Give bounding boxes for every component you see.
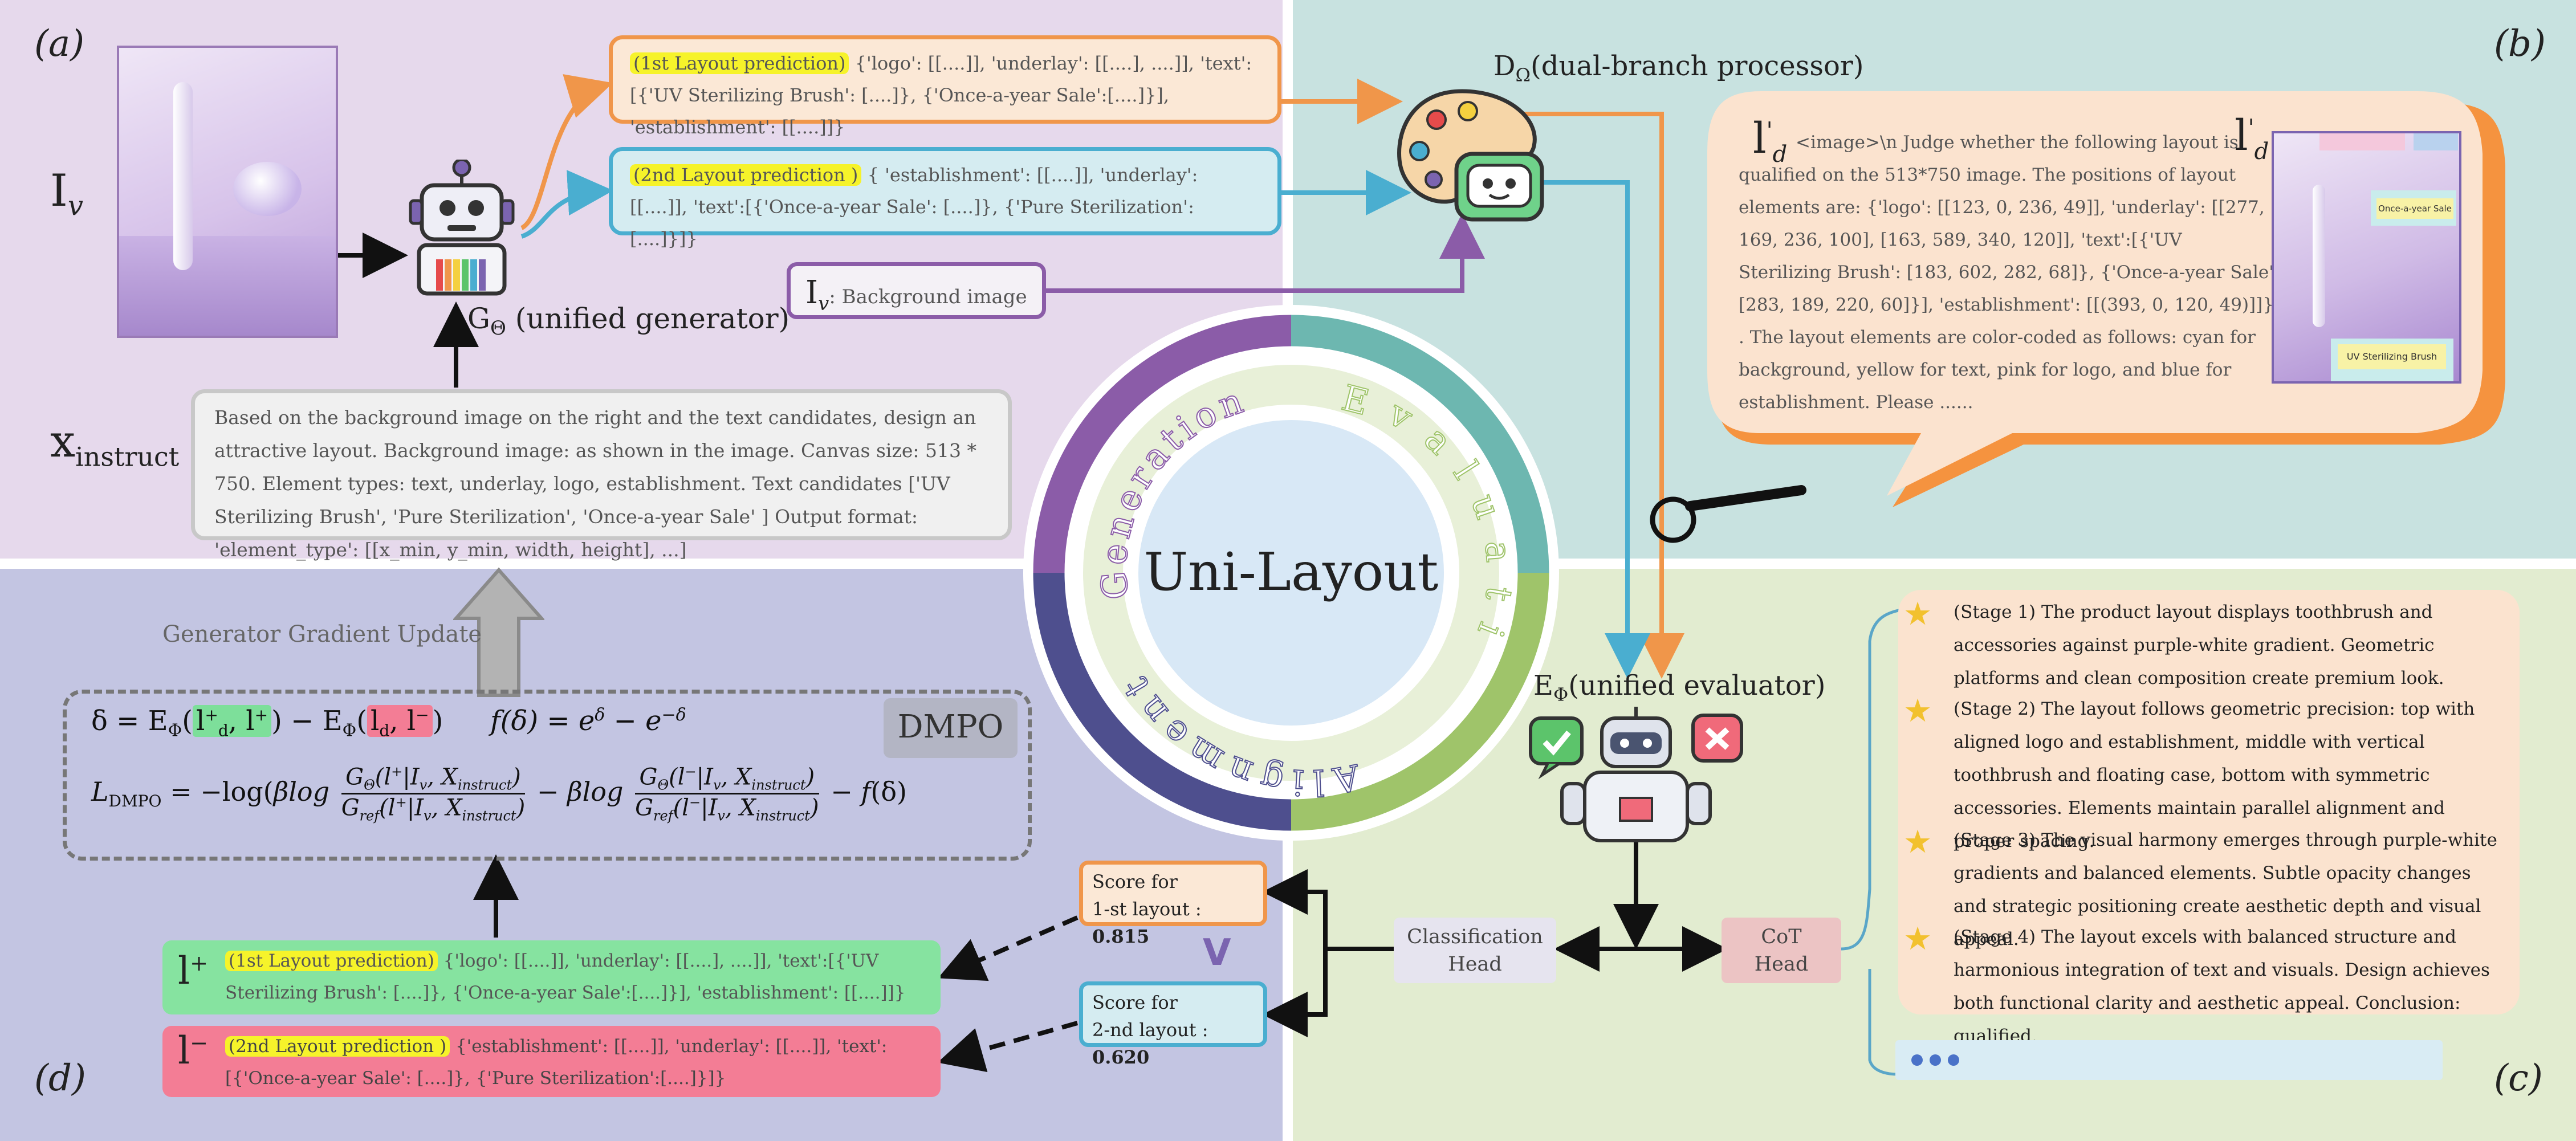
arrow-generator-to-pred2 [520, 170, 613, 239]
score-2-line-2: 2-nd layout : 0.620 [1092, 1019, 1208, 1068]
arrow-generator-to-pred1 [520, 74, 613, 230]
poster-toothbrush [173, 82, 193, 270]
lplus-text: (1st Layout prediction) {'logo': [[....]… [225, 951, 906, 1003]
uni-layout-ring: Generation Evaluation Alignment Uni-Layo… [1020, 302, 1559, 841]
layout-prediction-1-text: (1st Layout prediction) {'logo': [[....]… [630, 52, 1252, 138]
score-1-value: 0.815 [1092, 926, 1150, 947]
layout-prediction-2-text: (2nd Layout prediction ) { 'establishmen… [630, 164, 1198, 250]
f-delta-equation: f(δ) = eδ − e−δ [490, 705, 686, 737]
ellipsis-bar [1895, 1040, 2443, 1080]
arrow-processor-to-evaluator-orange [1496, 112, 1684, 679]
stage-3-text: (Stage 3) The visual harmony emerges thr… [1954, 830, 2497, 950]
arrow-classification-to-score1 [1262, 869, 1394, 951]
cot-stages-box [1898, 590, 2520, 1014]
uni-layout-title: Uni-Layout [1144, 541, 1439, 602]
iv-label: Iv [50, 165, 83, 222]
bg-label-text: : Background image [829, 286, 1027, 308]
lminus-tag: (2nd Layout prediction ) [225, 1036, 450, 1057]
background-image-input-box: Iv: Background image [787, 262, 1046, 319]
star-icon: ★ [1903, 920, 1932, 957]
score-1-line-1: Score for [1092, 871, 1178, 893]
thumb-text-2: UV Sterilizing Brush [2338, 344, 2446, 369]
ld-label-right: l'd [2235, 111, 2269, 165]
x-instruct-label: xinstruct [50, 416, 180, 472]
dot [1930, 1054, 1941, 1066]
panel-label-a: (a) [34, 23, 85, 65]
evaluation-prompt-text: <image>\n Judge whether the following la… [1739, 132, 2280, 413]
cot-head-text: CoT Head [1754, 926, 1809, 976]
bg-iv-label: Iv [805, 274, 829, 316]
cot-head-box: CoT Head [1722, 918, 1841, 983]
comparison-symbol: V [1203, 932, 1231, 974]
star-icon: ★ [1903, 596, 1932, 633]
dmpo-badge-text: DMPO [897, 708, 1004, 745]
processor-palette-robot-icon [1394, 85, 1548, 225]
dot [1911, 1054, 1923, 1066]
poster-platform [119, 236, 336, 336]
lplus-box: (1st Layout prediction) {'logo': [[....]… [162, 940, 941, 1014]
classification-head-text: Classification Head [1407, 926, 1543, 976]
thumb-text-1: Once-a-year Sale [2376, 198, 2453, 219]
ring-evaluation-arc-bottom [1291, 572, 1549, 831]
magnifier-handle [1685, 485, 1806, 511]
evaluator-label: EΦ(unified evaluator) [1533, 670, 1826, 706]
prediction-2-tag: (2nd Layout prediction ) [630, 164, 862, 186]
stage-1-text: (Stage 1) The product layout displays to… [1954, 602, 2444, 688]
panel-label-b: (b) [2494, 23, 2546, 65]
layout-prediction-1-box: (1st Layout prediction) {'logo': [[....]… [609, 35, 1281, 138]
layout-render-thumbnail: Once-a-year Sale UV Sterilizing Brush [2272, 131, 2461, 384]
thumb-establishment-block [2414, 133, 2458, 150]
generator-label: GΘ (unified generator) [467, 302, 790, 340]
arrow-processor-to-evaluator-teal [1542, 180, 1650, 679]
dmpo-loss-box [63, 690, 1032, 861]
dmpo-badge: DMPO [884, 698, 1018, 758]
processor-label: DΩ(dual-branch processor) [1493, 50, 1864, 86]
cot-bracket [1841, 608, 1902, 1076]
ring-evaluation-arc-top [1291, 315, 1549, 573]
lplus-symbol: l+ [178, 949, 208, 993]
ring-generation-arc [1033, 315, 1292, 573]
panel-label-d: (d) [34, 1057, 86, 1099]
arrow-score2-to-lminus [937, 1021, 1079, 1073]
panel-label-c: (c) [2494, 1057, 2543, 1099]
ring-alignment-arc [1033, 572, 1292, 831]
score-1-line-2: 1-st layout : 0.815 [1092, 898, 1202, 947]
layout-prediction-2-box: (2nd Layout prediction ) { 'establishmen… [609, 147, 1281, 250]
stage-2-text: (Stage 2) The layout follows geometric p… [1954, 699, 2475, 851]
lminus-box: (2nd Layout prediction ) {'establishment… [162, 1026, 941, 1097]
lplus-tag: (1st Layout prediction) [225, 951, 438, 971]
dot [1948, 1054, 1959, 1066]
ld-label-left: l'd [1753, 114, 1788, 168]
score-2-line-1: Score for [1092, 992, 1178, 1013]
gradient-update-label: Generator Gradient Update [162, 621, 482, 647]
classification-head-box: Classification Head [1394, 918, 1556, 983]
prediction-1-tag: (1st Layout prediction) [630, 52, 849, 74]
instruction-text: Based on the background image on the rig… [214, 406, 976, 561]
evaluator-robot-icon [1528, 707, 1744, 843]
star-icon: ★ [1903, 692, 1932, 730]
arrow-background-to-processor [1046, 213, 1485, 293]
delta-equation: δ = EΦ(l+d, l+) − EΦ(ld, l−) [91, 705, 443, 741]
instruction-text-box: Based on the background image on the rig… [191, 389, 1012, 561]
generator-robot-icon [405, 158, 522, 299]
thumb-toothbrush [2313, 185, 2325, 327]
score-2-value: 0.620 [1092, 1046, 1150, 1068]
stage-4-text: (Stage 4) The layout excels with balance… [1954, 927, 2490, 1046]
loss-equation: LDMPO = −log(βlog GΘ(l+|Iv, Xinstruct)Gr… [91, 764, 907, 824]
score-2-box: Score for 2-nd layout : 0.620 [1079, 981, 1267, 1068]
star-icon: ★ [1903, 824, 1932, 861]
lminus-text: (2nd Layout prediction ) {'establishment… [225, 1036, 888, 1089]
lminus-symbol: l− [178, 1029, 208, 1073]
ring-inner-disc [1138, 420, 1444, 726]
gradient-update-arrow [453, 567, 544, 697]
arrow-score1-to-lplus [938, 915, 1079, 981]
magnifier-lens [1650, 496, 1696, 543]
arrow-classification-to-score2 [1262, 949, 1328, 1037]
score-1-box: Score for 1-st layout : 0.815 [1079, 861, 1267, 947]
thumb-logo-block [2319, 133, 2405, 150]
background-image-poster [117, 46, 338, 338]
poster-sphere [233, 162, 302, 216]
